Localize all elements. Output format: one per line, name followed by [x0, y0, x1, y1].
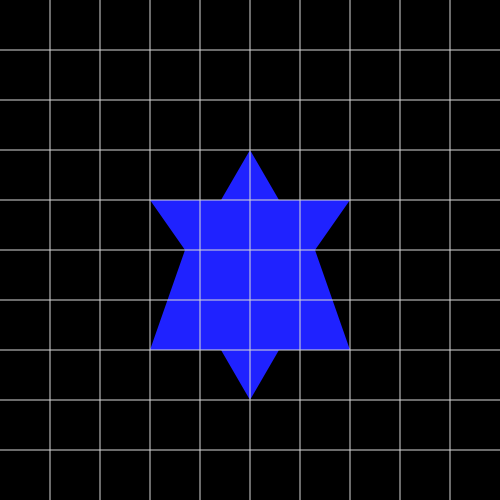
game-board	[0, 0, 500, 500]
grid-lines	[0, 0, 500, 500]
